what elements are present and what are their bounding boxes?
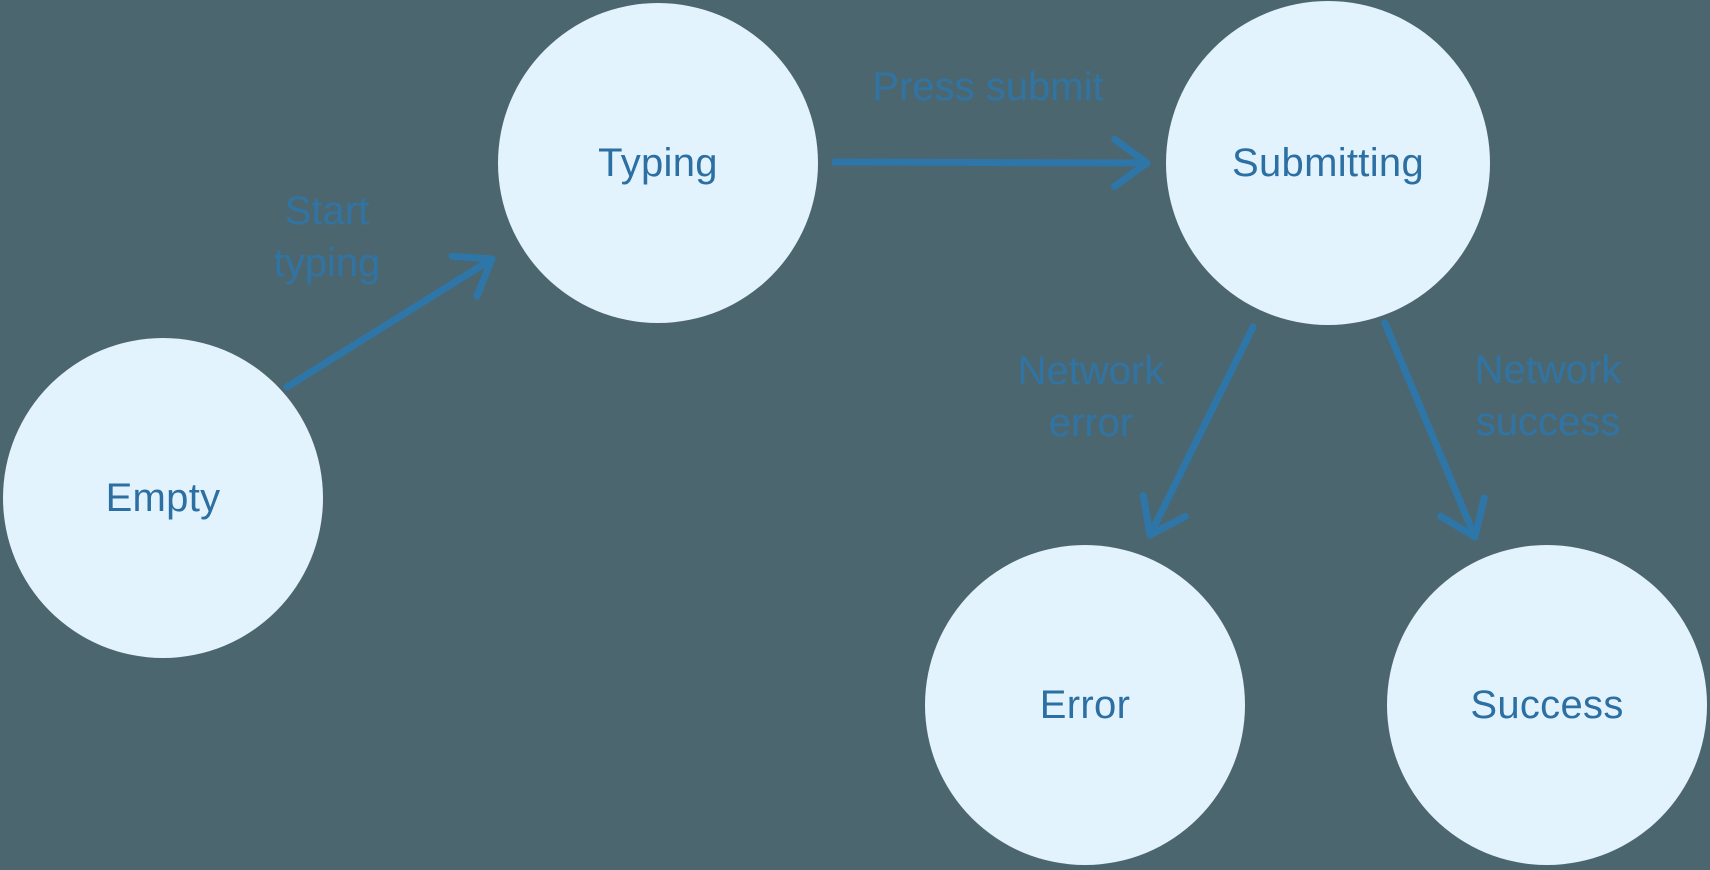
transition-label-start-typing: Start typing — [273, 189, 381, 285]
transition-line — [283, 255, 496, 391]
transition-start-typing — [283, 252, 496, 391]
transition-label-network-success: Network success — [1474, 348, 1622, 444]
state-label-success: Success — [1470, 682, 1624, 727]
state-empty: Empty — [3, 338, 323, 658]
state-success: Success — [1387, 545, 1707, 865]
arrowhead-icon — [1139, 492, 1189, 539]
transition-network-success — [1381, 319, 1488, 541]
state-label-submitting: Submitting — [1232, 140, 1424, 185]
arrowhead-icon — [1437, 494, 1488, 541]
transition-network-error — [1139, 323, 1257, 539]
transition-line — [1381, 319, 1479, 541]
state-submitting: Submitting — [1166, 1, 1490, 325]
transition-line — [831, 158, 1151, 167]
transition-label-press-submit: Press submit — [872, 65, 1104, 109]
arrowhead-icon — [1111, 135, 1151, 190]
state-label-empty: Empty — [105, 475, 221, 520]
transition-label-network-error: Network error — [1017, 349, 1165, 445]
arrowhead-icon — [448, 252, 496, 300]
state-label-typing: Typing — [598, 140, 718, 185]
state-typing: Typing — [498, 3, 818, 323]
transition-press-submit — [831, 135, 1151, 190]
transition-line — [1146, 323, 1257, 539]
state-error: Error — [925, 545, 1245, 865]
state-label-error: Error — [1039, 682, 1131, 727]
